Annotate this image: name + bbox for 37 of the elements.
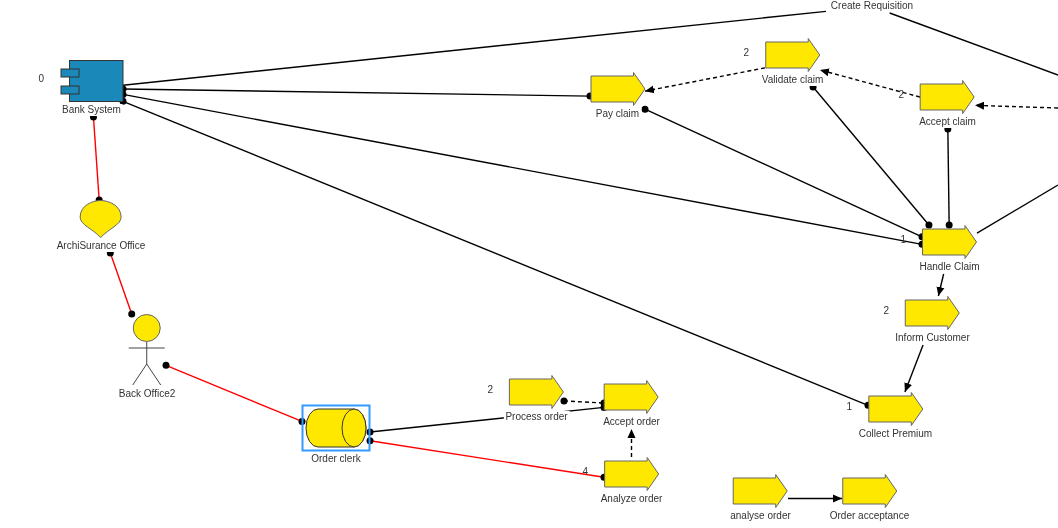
shape-label: Order acceptance bbox=[827, 510, 912, 522]
shape-label: ArchiSurance Office bbox=[54, 240, 148, 252]
shape-label: Analyze order bbox=[598, 493, 665, 505]
connector-line bbox=[944, 125, 953, 229]
dashed-connector bbox=[627, 428, 636, 458]
connector-line bbox=[122, 10, 827, 86]
shape-label: Validate claim bbox=[759, 74, 826, 86]
node-label: Create Requisition bbox=[828, 0, 916, 12]
order-number: 2 bbox=[743, 47, 749, 59]
order-number: 0 bbox=[38, 73, 44, 85]
connector-line bbox=[787, 494, 843, 503]
shape-label: Inform Customer bbox=[893, 332, 972, 344]
dashed-connector bbox=[819, 68, 921, 98]
connector-line bbox=[888, 12, 1058, 76]
connector-line bbox=[162, 361, 306, 425]
shape-label: Collect Premium bbox=[856, 428, 935, 440]
dashed-connector bbox=[644, 67, 766, 94]
shape-label: Order clerk bbox=[309, 453, 363, 465]
shape-label: Back Office2 bbox=[116, 388, 178, 400]
shape-label: Process order bbox=[503, 411, 570, 423]
dashed-connector bbox=[974, 101, 1058, 110]
connector-line bbox=[106, 249, 136, 318]
shape-label: Accept order bbox=[601, 416, 662, 428]
shape-label: Pay claim bbox=[593, 108, 642, 120]
shape-label: analyse order bbox=[728, 510, 793, 522]
shape-label: Bank System bbox=[60, 104, 123, 116]
order-number: 2 bbox=[487, 384, 493, 396]
connector-line bbox=[976, 184, 1058, 234]
shape-label: Accept claim bbox=[917, 116, 978, 128]
shape-label: Handle Claim bbox=[917, 261, 982, 273]
connector-line bbox=[936, 273, 945, 297]
connector-line bbox=[904, 344, 924, 393]
order-number: 2 bbox=[898, 89, 904, 101]
order-number: 1 bbox=[846, 401, 852, 413]
order-number: 1 bbox=[900, 234, 906, 246]
connector-line bbox=[809, 83, 933, 229]
order-number: 2 bbox=[883, 305, 889, 317]
